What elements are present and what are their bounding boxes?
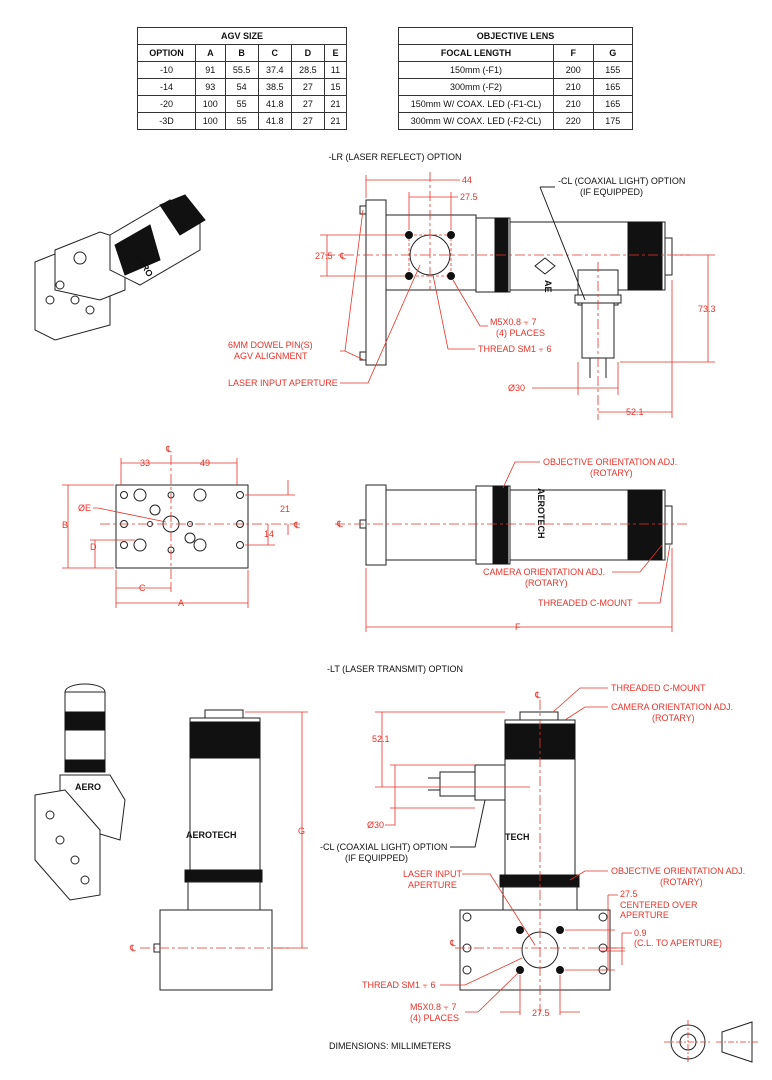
lt-thread-label: THREAD SM1 ⫟ 6 [362,980,435,990]
dim-49: 49 [200,458,210,468]
cell: 21 [323,112,348,130]
objective-adj-label-1: OBJECTIVE ORIENTATION ADJ. [543,457,677,467]
lt-centered-label-3: APERTURE [620,910,669,920]
lt-camera-adj-label-1: CAMERA ORIENTATION ADJ. [611,702,733,712]
cell: 100 [195,112,226,130]
iso-view-lr: AERO [34,194,206,341]
camera-adj-label-2: (ROTARY) [525,578,568,588]
dim-73-3: 73.3 [698,304,716,314]
lr-m5-label-1: M5X0.8 ⫟ 7 [490,317,536,327]
cell: 300mm W/ COAX. LED (-F2-CL) [398,112,554,130]
lr-centerline-symbol: ℄ [339,251,346,261]
lr-thread-label: THREAD SM1 ⫟ 6 [478,344,551,354]
dim-b: B [62,520,68,530]
lt-camera-adj-label-2: (ROTARY) [652,713,695,723]
header-e: E [323,44,348,62]
lt-front-view: TECH [428,711,611,991]
dim-a: A [178,598,184,608]
lt-objective-adj-label-2: (ROTARY) [660,877,703,887]
lr-section-title: -LR (LASER REFLECT) OPTION [328,152,461,162]
front-centerline-symbol: ℄ [165,444,172,454]
lr-dim-52-1: 52.1 [626,407,644,417]
cell: 15 [323,78,348,96]
dim-g: G [298,826,305,836]
lt-side-brand: AEROTECH [186,830,237,840]
lt-c-mount-label: THREADED C-MOUNT [611,683,706,693]
lr-brand-partial: AE [543,280,553,293]
lt-offset-label-2: (C.L. TO APERTURE) [634,938,722,948]
dim-21: 21 [280,504,290,514]
dim-27-5-top: 27.5 [460,192,478,202]
dim-c: C [139,583,146,593]
dim-d: D [90,542,97,552]
lt-centered-label-1: 27.5 [620,889,638,899]
dowel-label-1: 6MM DOWEL PIN(S) [228,340,313,350]
iso-view-lt: AERO [34,683,126,901]
lt-dim-52-1: 52.1 [372,734,390,744]
lt-laser-label-1: LASER INPUT [403,869,463,879]
units-note: DIMENSIONS: MILLIMETERS [329,1041,451,1051]
cell: 41.8 [257,112,292,130]
side-centerline-symbol: ℄ [336,519,343,529]
lt-offset-label-1: 0.9 [634,928,647,938]
side-view-top: AEROTECH [359,484,673,566]
lt-centerline-left: ℄ [449,938,456,948]
lt-m5-label-1: M5X0.8 ⫟ 7 [410,1002,456,1012]
dim-44: 44 [462,175,472,185]
front-centerline-symbol-2: ℄ [293,520,300,530]
lr-dia-30: Ø30 [508,383,525,393]
lt-objective-adj-label-1: OBJECTIVE ORIENTATION ADJ. [611,866,745,876]
iso-lt-brand: AERO [75,782,101,792]
objective-adj-label-2: (ROTARY) [590,468,633,478]
lt-centered-label-2: CENTERED OVER [620,900,698,910]
dowel-label-2: AGV ALIGNMENT [234,351,308,361]
lr-coax-label-1: -CL (COAXIAL LIGHT) OPTION [558,176,685,186]
lt-coax-label-2: (IF EQUIPPED) [345,853,408,863]
third-angle-projection-symbol [664,1020,760,1064]
c-mount-label: THREADED C-MOUNT [538,598,633,608]
lt-centerline-top: ℄ [534,690,541,700]
cell: 27 [290,112,325,130]
cell: 100 [195,95,226,113]
lt-dia-30: Ø30 [367,820,384,830]
dim-33: 33 [140,458,150,468]
cell: 175 [592,112,633,130]
lt-side-view: AEROTECH [153,709,273,991]
lt-section-title: -LT (LASER TRANSMIT) OPTION [327,664,463,674]
lt-side-centerline-symbol: ℄ [129,943,136,953]
lt-front-brand-partial: TECH [505,832,530,842]
objective-lens-table: OBJECTIVE LENS FOCAL LENGTH F G 150mm (-… [398,27,633,130]
agv-plate-front-view [115,484,249,569]
camera-adj-label-1: CAMERA ORIENTATION ADJ. [483,567,605,577]
lt-laser-label-2: APERTURE [408,880,457,890]
lr-coax-label-2: (IF EQUIPPED) [580,187,643,197]
lr-laser-input-label: LASER INPUT APERTURE [228,378,338,388]
dim-27-5-left: 27.5 [315,251,333,261]
lt-m5-label-2: (4) PLACES [410,1013,459,1023]
dia-e: ØE [78,503,91,513]
dim-f: F [515,622,521,632]
lt-dim-27-5: 27.5 [532,1008,550,1018]
lr-m5-label-2: (4) PLACES [496,328,545,338]
side-brand: AEROTECH [536,488,546,539]
dim-14: 14 [264,529,274,539]
lt-coax-label-1: -CL (COAXIAL LIGHT) OPTION [320,842,447,852]
